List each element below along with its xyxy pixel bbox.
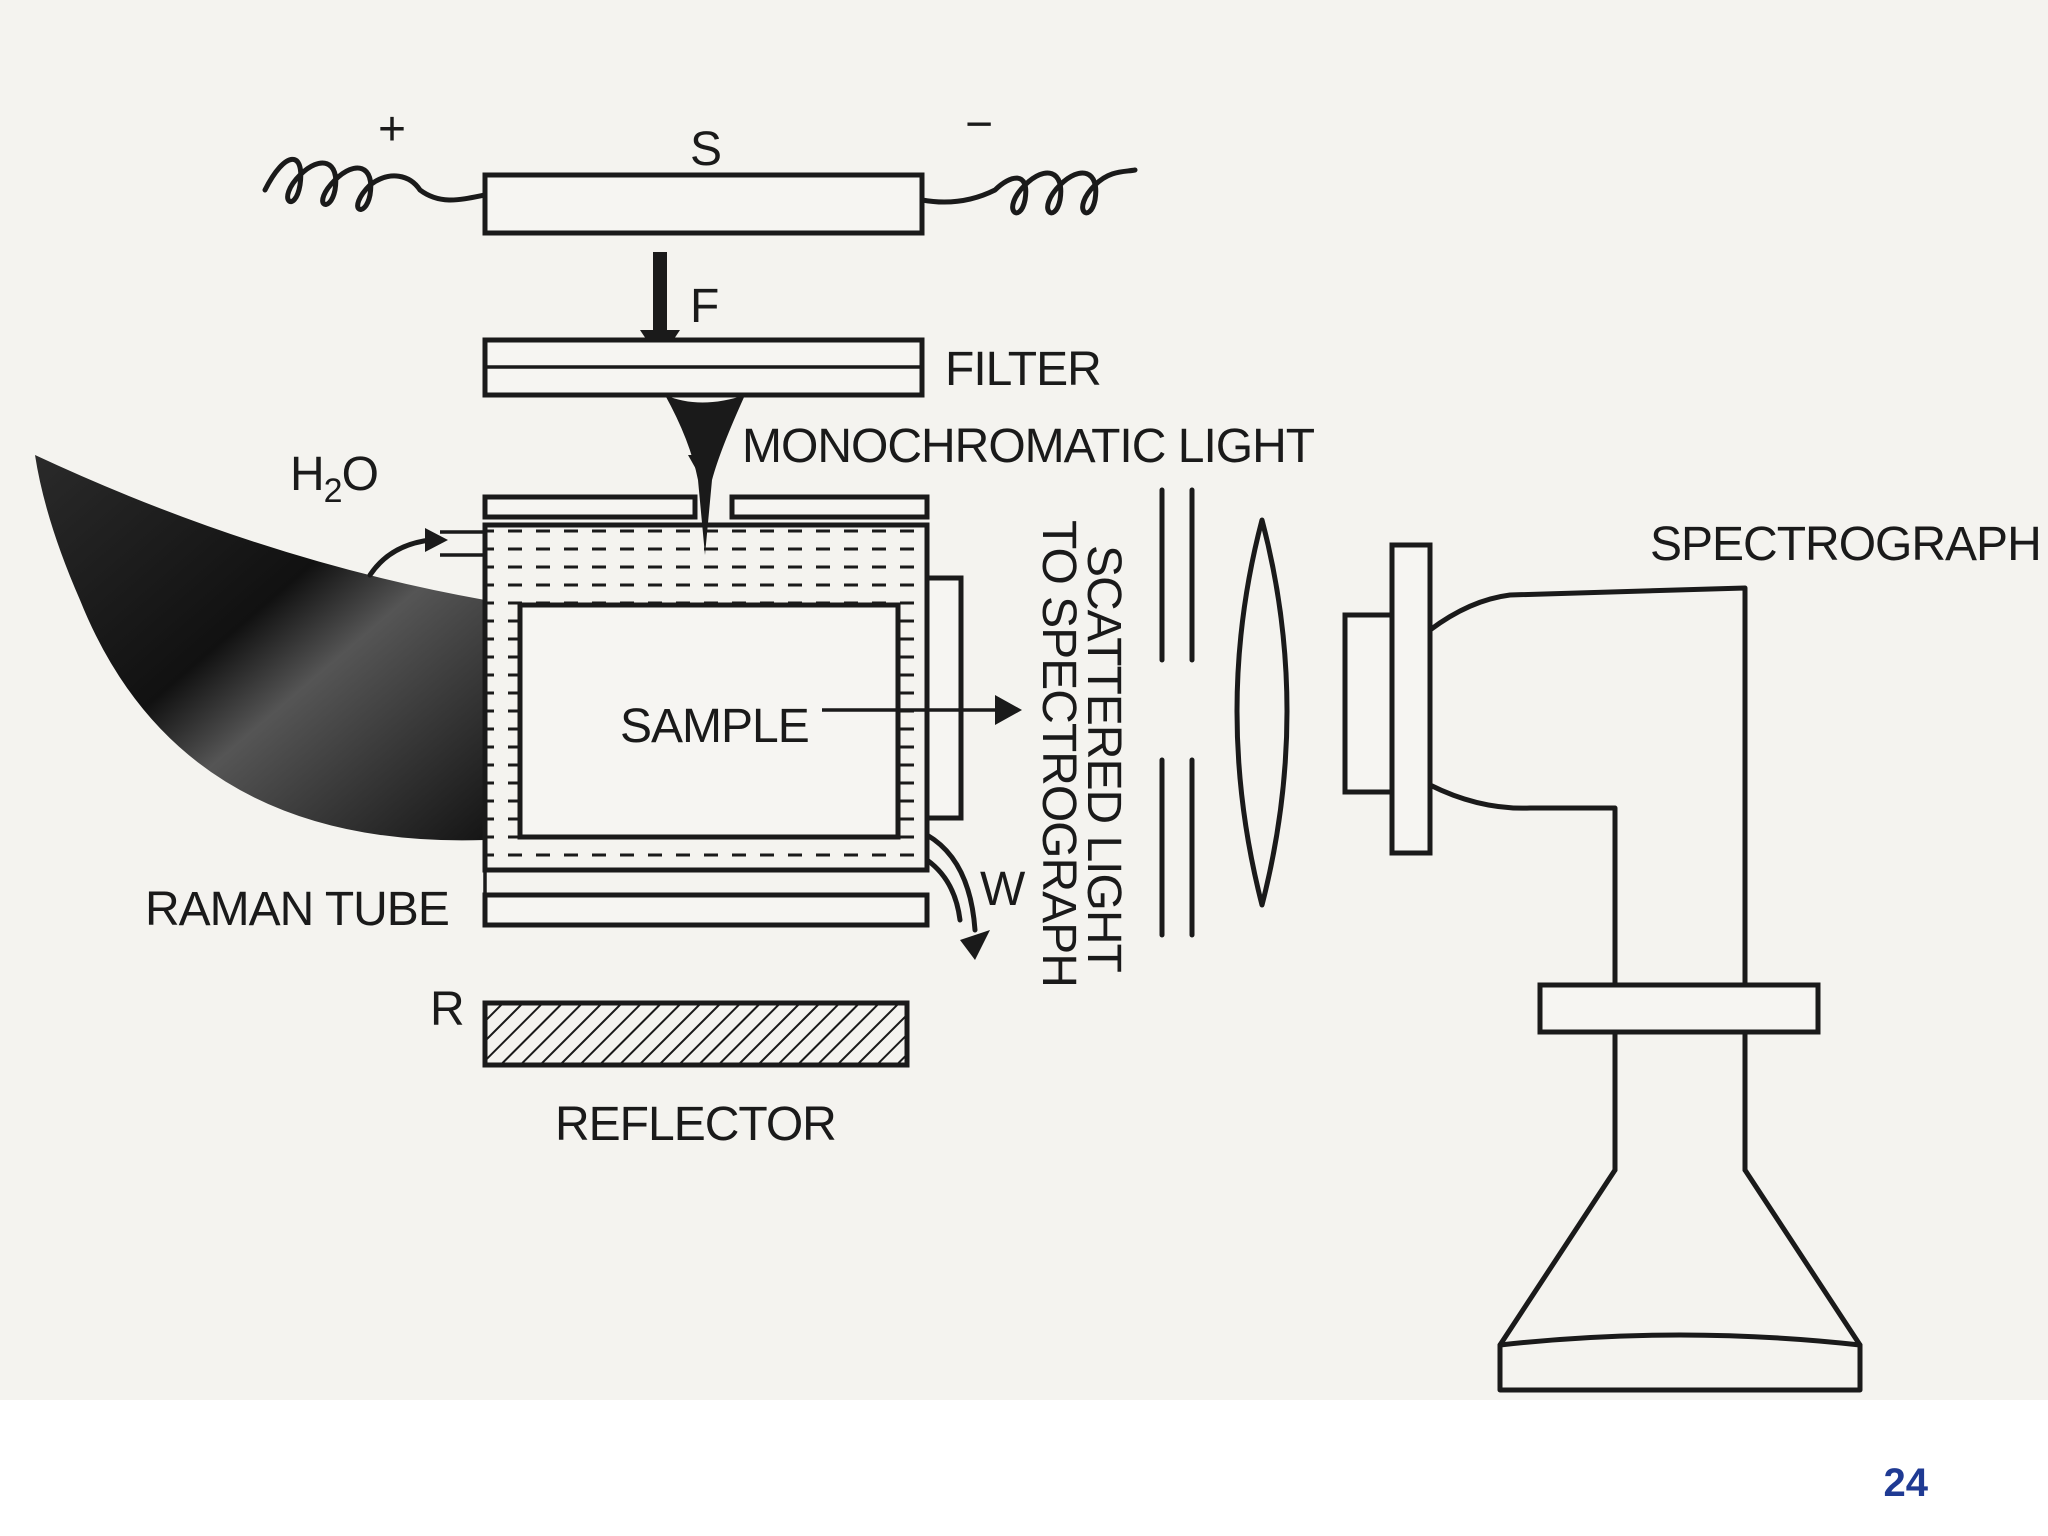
raman-apparatus-diagram: + S − F FILTER MONOCHROMATIC LIGHT H2O — [0, 0, 2048, 1400]
arc-bulb — [35, 455, 485, 841]
reflector-label: REFLECTOR — [555, 1098, 836, 1151]
sample-label: SAMPLE — [620, 700, 809, 753]
raman-tube — [440, 494, 964, 928]
slit — [1159, 487, 1195, 938]
h2o-o: O — [342, 448, 378, 501]
spectrograph — [1342, 542, 1863, 1393]
page-number: 24 — [1883, 1461, 1929, 1505]
minus-label: − — [965, 98, 992, 151]
raman-tube-label: RAMAN TUBE — [145, 883, 449, 936]
to-spectrograph-label: TO SPECTROGRAPH — [1032, 520, 1085, 987]
right-coil — [919, 167, 1138, 216]
monochromatic-beam — [665, 395, 745, 555]
sample-chamber — [517, 602, 901, 840]
lens — [1234, 517, 1290, 908]
water-inlet-arrow — [367, 537, 433, 578]
h2o-h: H — [290, 448, 324, 501]
left-coil — [262, 156, 488, 212]
r-label: R — [430, 983, 464, 1036]
water-outlet — [924, 832, 978, 933]
scatter-arrow-head — [995, 695, 1022, 725]
source-label: S — [690, 123, 721, 176]
filter-label: FILTER — [945, 343, 1101, 396]
f-label: F — [690, 280, 718, 333]
monochromatic-label: MONOCHROMATIC LIGHT — [742, 420, 1315, 473]
scattered-light-label: SCATTERED LIGHT — [1077, 545, 1130, 973]
exit-window — [924, 575, 964, 821]
h2o-label: H2O — [290, 448, 378, 510]
reflector — [482, 1000, 910, 1068]
lamp-source — [262, 156, 1138, 236]
plus-label: + — [378, 103, 405, 156]
spectrograph-label: SPECTROGRAPH — [1650, 518, 2041, 571]
w-label: W — [980, 863, 1026, 916]
h2o-subscript: 2 — [324, 472, 342, 510]
lamp-tube — [482, 172, 925, 236]
water-outlet-arrow — [960, 930, 990, 960]
filter — [482, 337, 925, 398]
